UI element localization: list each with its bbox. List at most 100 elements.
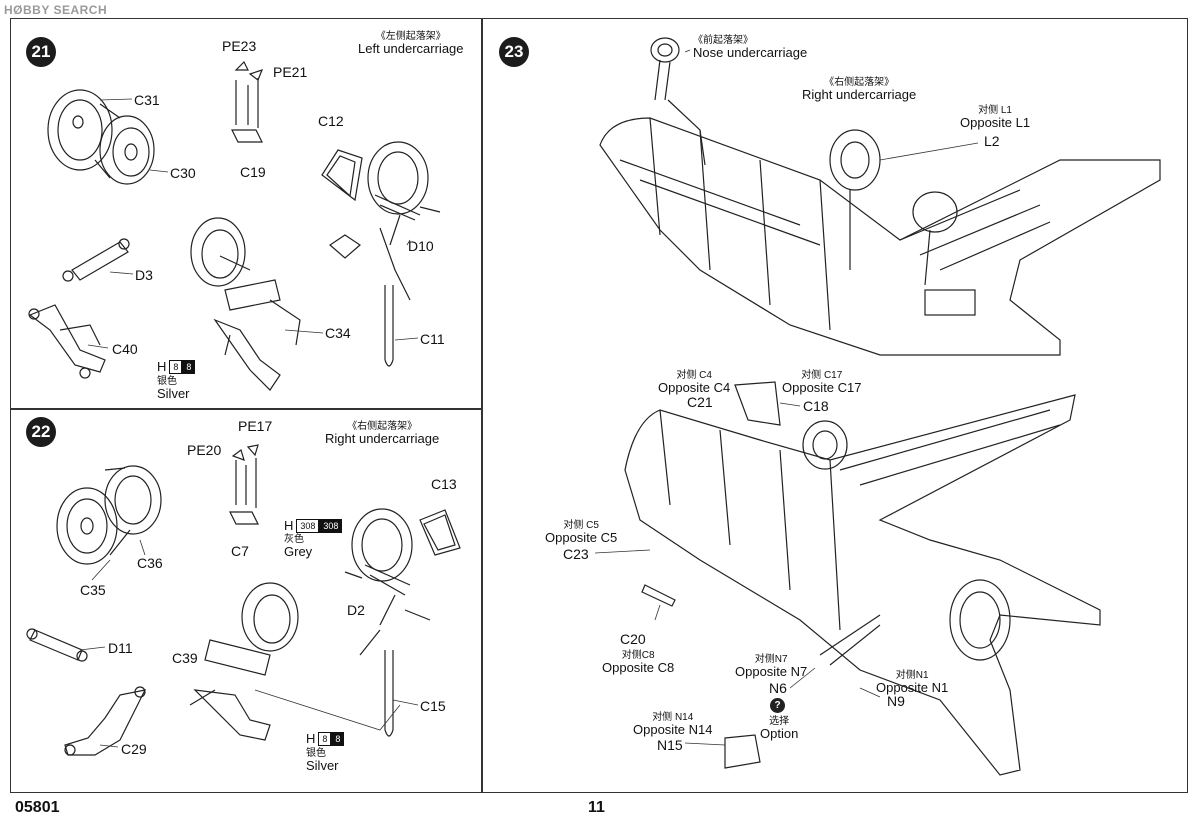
step-22-paint-silver-label: 银色 Silver	[306, 748, 339, 773]
step-21-title-en: Left undercarriage	[358, 41, 464, 56]
part-label-c31: C31	[134, 92, 160, 108]
paint-name-zh: 银色	[157, 376, 177, 387]
opposite-c4-en: Opposite C4	[658, 380, 731, 395]
step-21-title: 《左侧起落架》 Left undercarriage	[358, 31, 464, 56]
paint-code: H	[157, 359, 167, 374]
opposite-c5-zh: 对侧 C5	[563, 520, 599, 531]
paint-swatch-light: 8	[318, 731, 332, 746]
opposite-n7-zh: 对侧N7	[754, 654, 788, 665]
opposite-l1-en: Opposite L1	[960, 115, 1031, 130]
paint-swatch-dark: 8	[182, 359, 196, 374]
part-label-c35: C35	[80, 582, 106, 598]
opposite-n1-zh: 对侧N1	[895, 670, 929, 681]
opposite-l1-label: 对侧 L1 Opposite L1	[960, 105, 1030, 130]
step-21-title-zh: 《左侧起落架》	[375, 31, 446, 42]
opposite-n14-label: 对侧 N14 Opposite N14	[633, 712, 713, 737]
step-22-number: 22	[26, 417, 56, 447]
aircraft-upper-view-drawing	[599, 117, 1161, 356]
paint-name-zh: 灰色	[284, 534, 304, 545]
leg-c29-drawing	[64, 686, 147, 756]
part-label-pe23: PE23	[222, 38, 257, 54]
aircraft-lower-view-drawing	[624, 381, 1101, 776]
part-label-n9: N9	[887, 693, 905, 709]
opposite-n7-en: Opposite N7	[735, 664, 808, 679]
opposite-c17-en: Opposite C17	[782, 380, 862, 395]
step-22-paint-grey: H 308 308	[284, 518, 343, 533]
option-en: Option	[760, 726, 799, 741]
opposite-n7-label: 对侧N7 Opposite N7	[735, 654, 807, 679]
opposite-c5-label: 对侧 C5 Opposite C5	[545, 520, 617, 545]
wheel-hub-c36-drawing	[56, 465, 162, 565]
opposite-c5-en: Opposite C5	[545, 530, 618, 545]
paint-name-en: Silver	[306, 758, 339, 773]
right-undercarriage-zh: 《右侧起落架》	[824, 77, 895, 88]
part-label-c23: C23	[563, 546, 589, 562]
step-22-paint-grey-label: 灰色 Grey	[284, 534, 312, 559]
paint-swatch-light: 308	[296, 518, 320, 533]
step-23-number: 23	[499, 37, 529, 67]
part-label-c29: C29	[121, 741, 147, 757]
paint-name-en: Silver	[157, 386, 190, 401]
nose-undercarriage-label: 《前起落架》 Nose undercarriage	[693, 35, 807, 60]
opposite-n1-en: Opposite N1	[876, 680, 949, 695]
wheel-hub-c31-drawing	[47, 89, 155, 185]
part-label-c34: C34	[325, 325, 351, 341]
opposite-n14-zh: 对侧 N14	[652, 712, 694, 723]
step-23-panel	[481, 18, 1188, 793]
part-label-c15: C15	[420, 698, 446, 714]
right-undercarriage-label: 《右侧起落架》 Right undercarriage	[802, 77, 916, 102]
part-label-c12: C12	[318, 113, 344, 129]
paint-code: H	[284, 518, 294, 533]
right-gear-exploded-drawing	[189, 582, 299, 741]
part-label-c39: C39	[172, 650, 198, 666]
part-label-c18: C18	[803, 398, 829, 414]
part-label-c20: C20	[620, 631, 646, 647]
step-22-panel	[10, 408, 483, 793]
part-label-n15: N15	[657, 737, 683, 753]
photo-etch-c19-drawing	[231, 60, 264, 143]
right-undercarriage-en: Right undercarriage	[802, 87, 917, 102]
paint-swatch-dark: 308	[319, 518, 343, 533]
part-label-d3: D3	[135, 267, 153, 283]
part-label-c13: C13	[431, 476, 457, 492]
part-label-c40: C40	[112, 341, 138, 357]
opposite-c4-zh: 对侧 C4	[676, 370, 712, 381]
paint-name-zh: 银色	[306, 748, 326, 759]
opposite-c4-label: 对侧 C4 Opposite C4	[658, 370, 730, 395]
step-22-paint-silver: H 8 8	[306, 731, 345, 746]
part-label-pe21: PE21	[273, 64, 308, 80]
opposite-n14-en: Opposite N14	[633, 722, 713, 737]
opposite-l1-zh: 对侧 L1	[978, 105, 1012, 116]
step-21-paint-label: 银色 Silver	[157, 376, 190, 401]
right-main-gear-assembled-drawing	[344, 508, 461, 737]
paint-code: H	[306, 731, 316, 746]
opposite-c8-label: 对侧C8 Opposite C8	[602, 650, 674, 675]
part-label-l2: L2	[984, 133, 1000, 149]
leg-c40-drawing	[28, 304, 106, 379]
part-label-c19: C19	[240, 164, 266, 180]
nose-gear-part-drawing	[650, 37, 706, 166]
part-label-c7: C7	[231, 543, 249, 559]
part-label-d10: D10	[408, 238, 434, 254]
left-main-gear-assembled-drawing	[321, 141, 441, 367]
step-21-panel	[10, 18, 483, 410]
part-label-c21: C21	[687, 394, 713, 410]
opposite-c17-label: 对侧 C17 Opposite C17	[782, 370, 862, 395]
opposite-c17-zh: 对侧 C17	[801, 370, 843, 381]
page-code: 05801	[15, 799, 60, 816]
nose-undercarriage-en: Nose undercarriage	[693, 45, 808, 60]
option-zh: 选择	[769, 716, 790, 727]
part-label-c30: C30	[170, 165, 196, 181]
part-label-d2: D2	[347, 602, 365, 618]
paint-name-en: Grey	[284, 544, 313, 559]
step-22-title-zh: 《右侧起落架》	[347, 421, 418, 432]
option-icon: ?	[770, 698, 785, 713]
page-number: 11	[588, 799, 605, 816]
step-22-title: 《右侧起落架》 Right undercarriage	[325, 421, 439, 446]
step-21-paint-silver: H 8 8	[157, 359, 196, 374]
photo-etch-c7-drawing	[229, 444, 259, 525]
watermark: HØBBY SEARCH	[4, 3, 108, 17]
opposite-c8-zh: 对侧C8	[621, 650, 655, 661]
part-label-pe20: PE20	[187, 442, 222, 458]
